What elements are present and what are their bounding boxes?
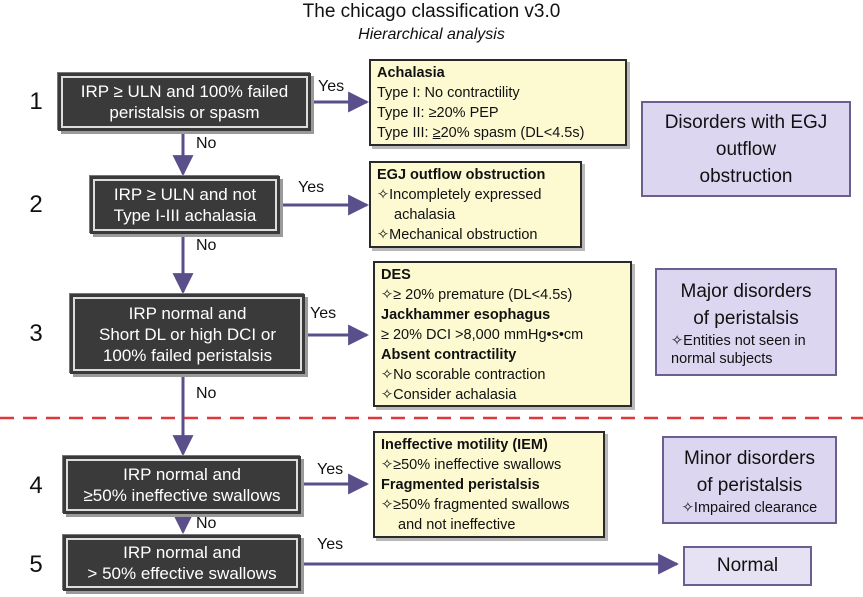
result-1-line-2: Type II: ≥20% PEP bbox=[377, 105, 499, 121]
question-2-line-2: Type I-III achalasia bbox=[113, 206, 257, 225]
category-box-minor-peristalsis: Minor disorders of peristalsis ✧Impaired… bbox=[662, 436, 837, 524]
result-2-bullet-2: ✧Mechanical obstruction bbox=[377, 227, 538, 243]
result-1-line-3-symbol: ≥ bbox=[432, 125, 441, 141]
question-5-line-2: > 50% effective swallows bbox=[87, 564, 277, 583]
category-2-note-1: ✧Entities not seen in bbox=[671, 333, 806, 349]
result-2-bullet-1-cont: achalasia bbox=[394, 207, 456, 223]
question-1-line-1: IRP ≥ ULN and 100% failed bbox=[80, 82, 289, 101]
yes-label-4: Yes bbox=[317, 461, 344, 478]
result-3-heading-des: DES bbox=[381, 267, 411, 283]
result-1-line-3-rest: 20% spasm (DL<4.5s) bbox=[440, 125, 585, 141]
result-1-line-1: Type I: No contractility bbox=[377, 85, 520, 101]
question-box-4: IRP normal and ≥50% ineffective swallows bbox=[63, 456, 301, 514]
yes-label-2: Yes bbox=[298, 179, 325, 196]
result-box-egj-outflow: EGJ outflow obstruction ✧Incompletely ex… bbox=[369, 161, 582, 248]
question-1-line-2: peristalsis or spasm bbox=[109, 103, 260, 122]
category-3-line-2: of peristalsis bbox=[696, 475, 803, 496]
result-5-text: Normal bbox=[716, 555, 779, 576]
result-4-heading-iem: Ineffective motility (IEM) bbox=[381, 437, 548, 453]
question-4-line-2: ≥50% ineffective swallows bbox=[83, 486, 281, 505]
category-1-line-2: outflow bbox=[715, 139, 777, 160]
page-subtitle: Hierarchical analysis bbox=[358, 26, 505, 43]
no-label-2: No bbox=[196, 237, 217, 254]
category-2-line-1: Major disorders bbox=[680, 281, 812, 302]
result-3-heading-jackhammer: Jackhammer esophagus bbox=[381, 307, 551, 323]
result-4-line-1: ✧≥50% ineffective swallows bbox=[381, 457, 562, 473]
result-3-heading-absent: Absent contractility bbox=[381, 347, 517, 363]
question-5-line-1: IRP normal and bbox=[123, 543, 241, 562]
result-4-line-3: and not ineffective bbox=[398, 517, 516, 533]
yes-label-1: Yes bbox=[318, 78, 345, 95]
result-1-heading: Achalasia bbox=[377, 65, 445, 81]
category-box-major-peristalsis: Major disorders of peristalsis ✧Entities… bbox=[655, 268, 837, 376]
category-1-line-1: Disorders with EGJ bbox=[664, 112, 828, 133]
step-number-5: 5 bbox=[29, 551, 43, 578]
result-box-achalasia: Achalasia Type I: No contractility Type … bbox=[369, 59, 627, 146]
step-number-3: 3 bbox=[29, 320, 43, 347]
result-3-line-1: ✧≥ 20% premature (DL<4.5s) bbox=[381, 287, 573, 303]
category-3-line-1: Minor disorders bbox=[684, 448, 815, 469]
result-3-line-3: ✧No scorable contraction bbox=[381, 367, 546, 383]
step-number-1: 1 bbox=[29, 88, 43, 115]
category-2-note-2: normal subjects bbox=[671, 351, 773, 367]
question-3-line-2: Short DL or high DCI or bbox=[99, 324, 276, 344]
no-label-3: No bbox=[196, 385, 217, 402]
category-box-egj-obstruction: Disorders with EGJ outflow obstruction bbox=[641, 101, 851, 197]
no-label-1: No bbox=[196, 135, 217, 152]
result-3-line-4: ✧Consider achalasia bbox=[381, 387, 517, 403]
result-1-line-3-prefix: Type III: bbox=[377, 125, 433, 141]
question-3-line-3: 100% failed peristalsis bbox=[102, 345, 273, 365]
category-3-note-1: ✧Impaired clearance bbox=[681, 500, 818, 516]
question-3-line-1: IRP normal and bbox=[128, 303, 247, 323]
result-3-line-2: ≥ 20% DCI >8,000 mmHg•s•cm bbox=[381, 327, 584, 343]
question-box-5: IRP normal and > 50% effective swallows bbox=[63, 535, 301, 591]
category-2-line-2: of peristalsis bbox=[693, 308, 799, 329]
result-2-bullet-1: ✧Incompletely expressed bbox=[377, 187, 542, 203]
result-2-heading: EGJ outflow obstruction bbox=[377, 167, 546, 183]
result-box-minor-disorders: Ineffective motility (IEM) ✧≥50% ineffec… bbox=[373, 431, 605, 538]
yes-label-5: Yes bbox=[317, 536, 344, 553]
page-title: The chicago classification v3.0 bbox=[302, 1, 561, 22]
question-box-1: IRP ≥ ULN and 100% failed peristalsis or … bbox=[58, 73, 311, 131]
step-number-2: 2 bbox=[29, 191, 43, 218]
step-number-4: 4 bbox=[29, 472, 43, 499]
yes-label-3: Yes bbox=[310, 305, 337, 322]
result-4-line-2: ✧≥50% fragmented swallows bbox=[381, 497, 570, 513]
result-box-major-disorders: DES ✧≥ 20% premature (DL<4.5s) Jackhamme… bbox=[373, 261, 632, 407]
question-2-line-1: IRP ≥ ULN and not bbox=[113, 185, 257, 204]
result-box-normal: Normal bbox=[683, 546, 812, 586]
category-1-line-3: obstruction bbox=[699, 166, 793, 187]
question-4-line-1: IRP normal and bbox=[123, 465, 241, 484]
result-4-heading-fragmented: Fragmented peristalsis bbox=[381, 477, 540, 493]
result-1-line-3: Type III: ≥20% spasm (DL<4.5s) bbox=[377, 123, 619, 143]
no-label-4: No bbox=[196, 515, 217, 532]
